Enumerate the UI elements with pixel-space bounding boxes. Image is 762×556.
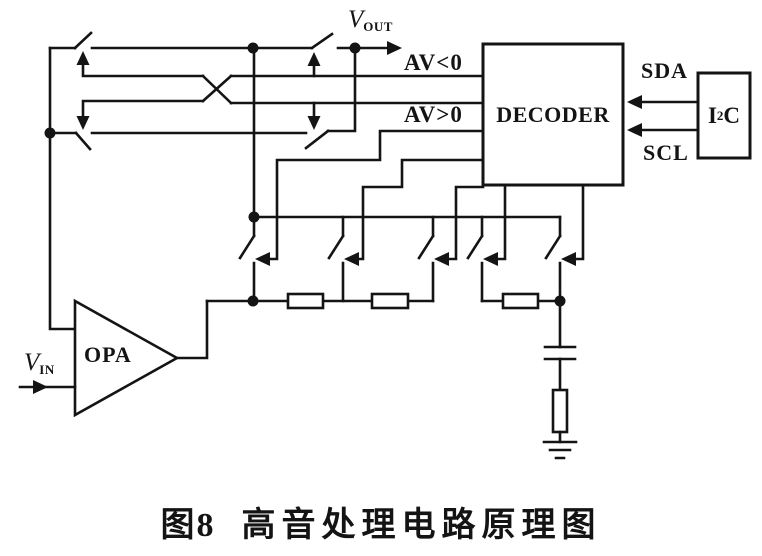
resistor-r4 [551, 388, 569, 434]
opamp-triangle [73, 298, 180, 418]
circuit-drawing [18, 31, 752, 460]
opamp [18, 298, 209, 418]
ladder-switches [238, 215, 562, 303]
selector-bus-wire [252, 46, 562, 219]
i2c-superscript: 2 [716, 107, 724, 123]
resistor-ladder [205, 292, 562, 310]
rc-to-ground [542, 299, 578, 460]
vout-subscript: OUT [363, 19, 393, 34]
i2c-box [696, 71, 752, 160]
figure-caption: 图8 高音处理电路原理图 [0, 497, 762, 546]
reversal-line-wire [48, 46, 357, 151]
av-negative-label: AV<0 [404, 50, 463, 75]
junction-dots [44, 42, 566, 307]
sda-label: SDA [641, 58, 689, 83]
decoder-label: DECODER [496, 101, 610, 127]
vout-label: VOUT [348, 6, 393, 35]
switch-blade-bottom-left [74, 131, 92, 151]
scl-label: SCL [643, 140, 689, 165]
switch-blade-top-right [310, 32, 334, 50]
switch-blade-top-left [73, 31, 93, 50]
figure-number: 图8 [160, 507, 216, 544]
av-crossover-wires [81, 62, 485, 117]
vout-arrowhead [387, 41, 402, 55]
switch-actuator-arrows-top [76, 51, 321, 130]
vout-line-wire [48, 31, 390, 50]
capacitor [543, 345, 577, 361]
vin-symbol: V [24, 349, 40, 376]
vin-subscript: IN [39, 362, 55, 377]
i2c-i: I [707, 102, 717, 128]
opamp-output-wire [175, 299, 209, 360]
opa-label: OPA [84, 342, 132, 367]
resistor-r3 [501, 292, 540, 310]
switch-actuator-arrows-ladder [255, 252, 576, 266]
av-positive-label: AV>0 [404, 102, 463, 127]
vout-symbol: V [348, 6, 364, 33]
switch-blade-bottom-right [304, 129, 330, 150]
i2c-bus-arrowheads [627, 95, 642, 137]
i2c-bus-wires [640, 100, 700, 132]
figure-title: 高音处理电路原理图 [241, 507, 602, 544]
decoder-control-wires [267, 129, 585, 261]
resistor-r1 [286, 292, 325, 310]
i2c-c: C [723, 102, 741, 128]
ground-symbol [542, 440, 578, 460]
decoder-box [481, 42, 625, 187]
resistor-r2 [370, 292, 410, 310]
vin-arrowhead [33, 380, 48, 394]
vin-label: VIN [24, 349, 55, 378]
feedback-rail-wire [48, 46, 77, 331]
